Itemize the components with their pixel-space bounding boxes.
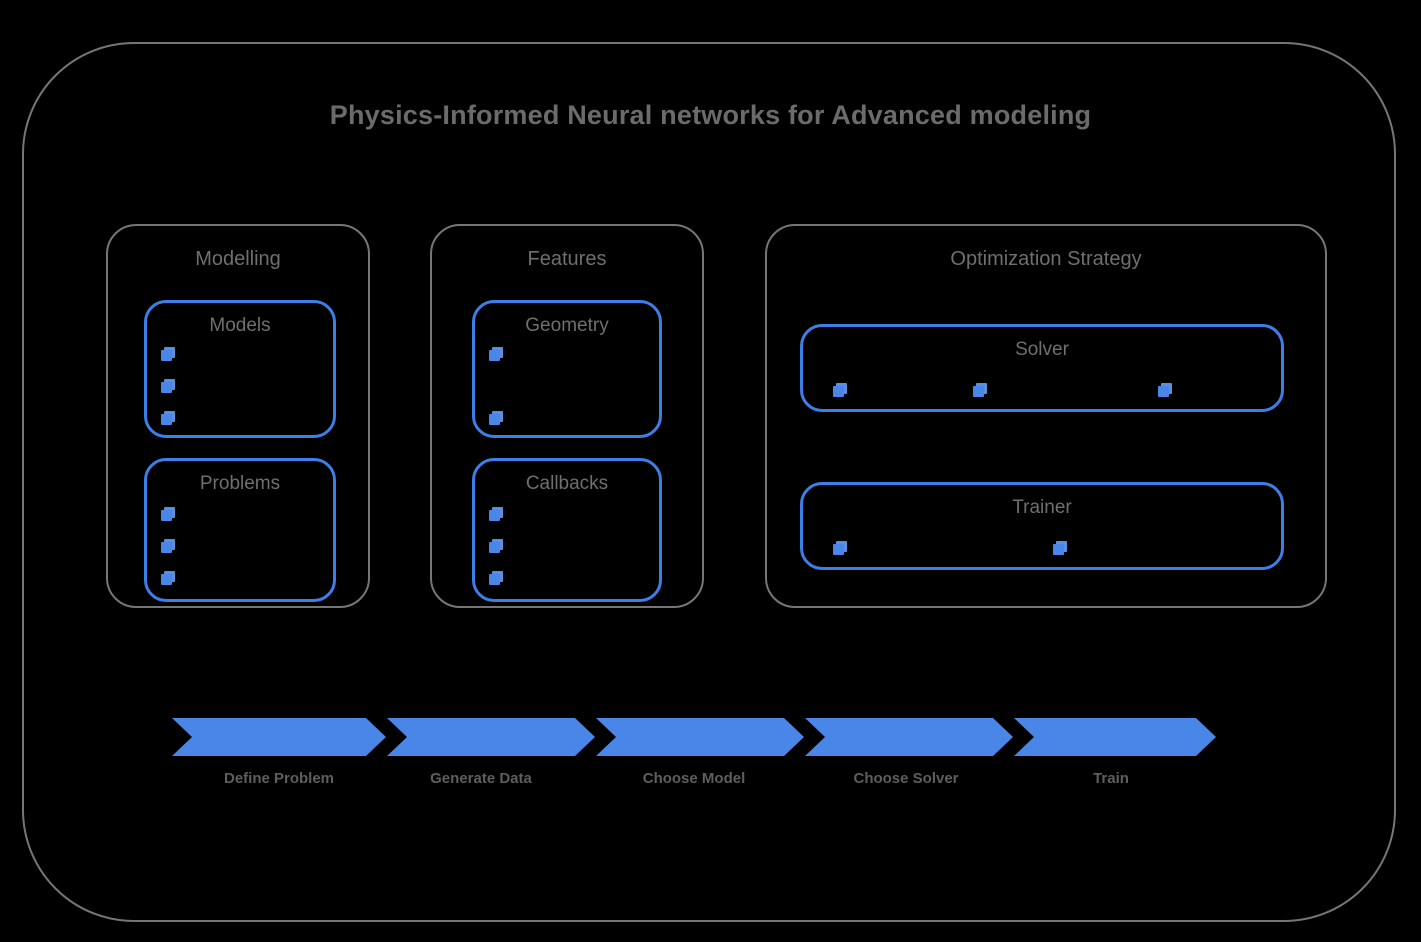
workflow-pipeline: Define Problem Generate Data Choose Mode… <box>0 700 1421 820</box>
item-marker <box>833 541 847 555</box>
panel-problems-label: Problems <box>199 473 281 494</box>
panel-problems[interactable]: Problems <box>144 458 336 602</box>
panel-trainer-label: Trainer <box>1012 497 1072 518</box>
item-marker <box>1158 383 1172 397</box>
pipeline-step-4-arrow[interactable] <box>805 718 1013 756</box>
item-marker <box>1053 541 1067 555</box>
group-features-label: Features <box>527 248 607 270</box>
panel-callbacks-label: Callbacks <box>525 473 609 494</box>
pipeline-step-5-arrow[interactable] <box>1014 718 1216 756</box>
panel-models[interactable]: Models <box>144 300 336 438</box>
pipeline-step-5-label: Train <box>1093 770 1129 787</box>
panel-solver-label: Solver <box>1015 339 1069 360</box>
panel-solver[interactable]: Solver <box>800 324 1284 412</box>
pipeline-step-3-label: Choose Model <box>642 770 746 787</box>
item-marker <box>973 383 987 397</box>
item-marker <box>489 507 503 521</box>
item-marker <box>489 411 503 425</box>
group-modelling: Modelling <box>106 224 370 608</box>
item-marker <box>161 379 175 393</box>
item-marker <box>161 347 175 361</box>
item-marker <box>161 507 175 521</box>
panel-geometry-label: Geometry <box>525 315 609 336</box>
group-features: Features <box>430 224 704 608</box>
item-marker <box>489 347 503 361</box>
group-optimization-strategy-label: Optimization Strategy <box>950 248 1142 270</box>
pipeline-step-4-label: Choose Solver <box>853 770 959 787</box>
item-marker <box>489 571 503 585</box>
item-marker <box>161 411 175 425</box>
panel-trainer[interactable]: Trainer <box>800 482 1284 570</box>
pipeline-step-1-arrow[interactable] <box>172 718 386 756</box>
group-optimization-strategy: Optimization Strategy <box>765 224 1327 608</box>
item-marker <box>161 539 175 553</box>
panel-models-label: Models <box>209 315 271 336</box>
group-modelling-label: Modelling <box>195 248 281 270</box>
item-marker <box>489 539 503 553</box>
page-title: Physics-Informed Neural networks for Adv… <box>329 100 1092 130</box>
pipeline-step-2-arrow[interactable] <box>387 718 595 756</box>
pipeline-step-3-arrow[interactable] <box>596 718 804 756</box>
item-marker <box>833 383 847 397</box>
outer-frame <box>22 42 1396 922</box>
panel-geometry[interactable]: Geometry <box>472 300 662 438</box>
item-marker <box>161 571 175 585</box>
pipeline-step-1-label: Define Problem <box>223 770 335 787</box>
pipeline-step-2-label: Generate Data <box>430 770 532 787</box>
panel-callbacks[interactable]: Callbacks <box>472 458 662 602</box>
